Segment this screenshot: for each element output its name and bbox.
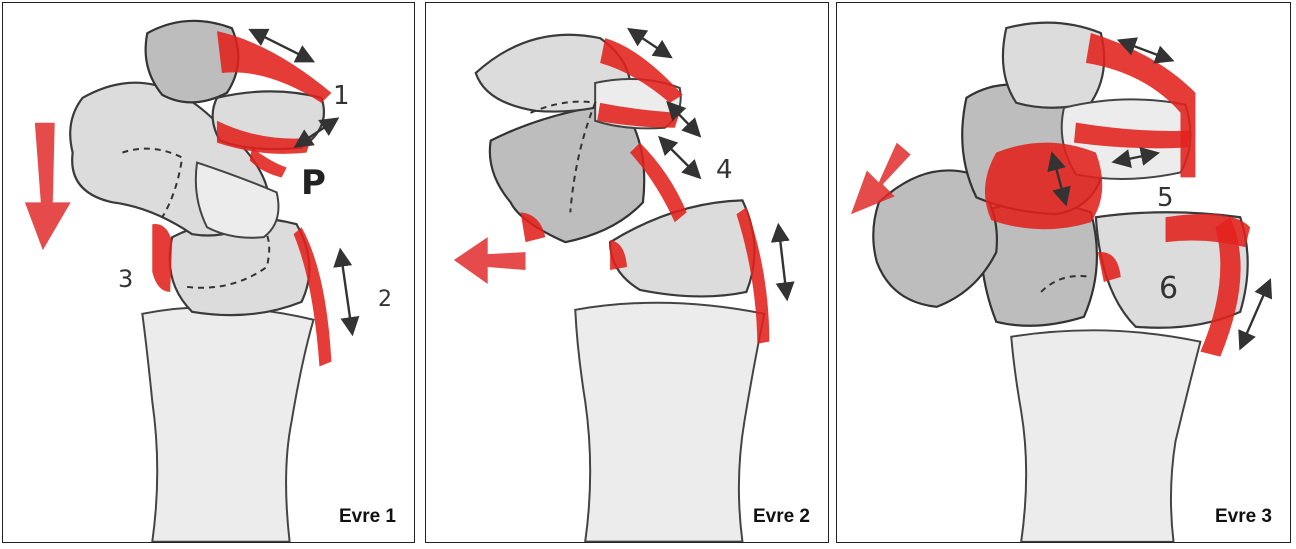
panel-stage-3: 5 6 Evre 3 (836, 2, 1291, 543)
label-p: P (301, 163, 326, 203)
label-2: 2 (378, 287, 392, 312)
stage-1-illustration (3, 3, 414, 542)
motion-arrow-dorsal (1243, 287, 1267, 342)
label-6: 6 (1159, 271, 1178, 306)
label-3: 3 (118, 265, 133, 293)
radius-bone (575, 303, 764, 542)
motion-arrow-2 (341, 257, 351, 327)
radius-bone (142, 307, 313, 542)
hamate-bone (1003, 23, 1104, 108)
stage-3-illustration (837, 3, 1290, 542)
motion-arrow-dorsal (779, 232, 786, 292)
ligament-3 (152, 224, 172, 292)
caption-stage-2: Evre 2 (753, 506, 810, 528)
ligament-central (985, 143, 1102, 230)
label-5: 5 (1157, 183, 1174, 213)
caption-stage-1: Evre 1 (339, 506, 396, 528)
caption-stage-3: Evre 3 (1215, 506, 1272, 528)
radius-bone (1011, 330, 1200, 541)
stage-2-illustration (426, 3, 828, 542)
label-4: 4 (716, 155, 733, 185)
displacement-arrow-down (25, 123, 71, 250)
panel-stage-2: 4 Evre 2 (425, 2, 829, 543)
motion-arrow-top (635, 33, 665, 53)
label-1: 1 (333, 81, 350, 111)
panel-stage-1: 1 P 3 2 Evre 1 (2, 2, 415, 543)
displacement-arrow-left (454, 237, 526, 284)
motion-arrow-4 (665, 143, 695, 173)
